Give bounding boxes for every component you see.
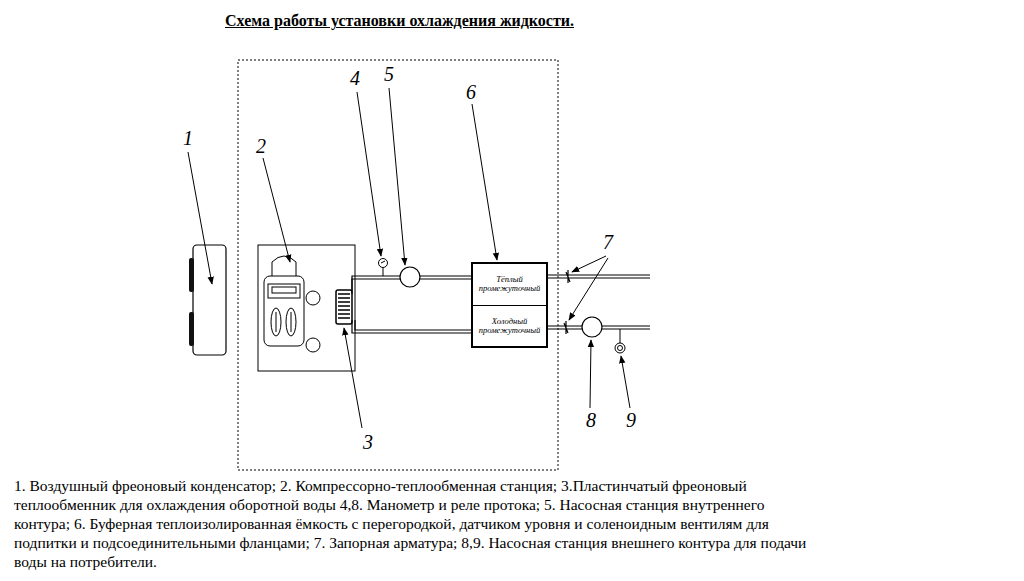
diagram-title: Схема работы установки охлаждения жидкос…: [225, 12, 574, 30]
buffer-tank: Тёплый промежуточныйХолодный промежуточн…: [471, 262, 548, 348]
callout-number: 1: [182, 128, 194, 148]
shutoff-valve: [566, 270, 570, 283]
callout-number: 7: [602, 232, 614, 252]
pump: [582, 317, 602, 337]
tank-section-label: Холодный промежуточный: [473, 305, 546, 347]
callout-number: 8: [585, 410, 597, 430]
callout-number: 2: [255, 136, 267, 156]
pressure-gauge: [615, 329, 625, 353]
leader-lines: [188, 88, 630, 428]
plate-heat-exchanger: [336, 290, 352, 324]
callout-number: 4: [349, 68, 361, 88]
callout-number: 5: [383, 64, 395, 84]
tank-section-label: Тёплый промежуточный: [473, 264, 546, 305]
compressor-station: [258, 245, 355, 371]
pressure-gauge: [379, 259, 388, 277]
dashed-enclosure: [238, 60, 558, 470]
callout-number: 6: [465, 82, 477, 102]
pump: [400, 267, 420, 287]
callout-number: 9: [625, 410, 637, 430]
shutoff-valve: [564, 321, 568, 334]
legend-caption: 1. Воздушный фреоновый конденсатор; 2. К…: [14, 476, 814, 571]
callout-number: 3: [362, 432, 374, 452]
